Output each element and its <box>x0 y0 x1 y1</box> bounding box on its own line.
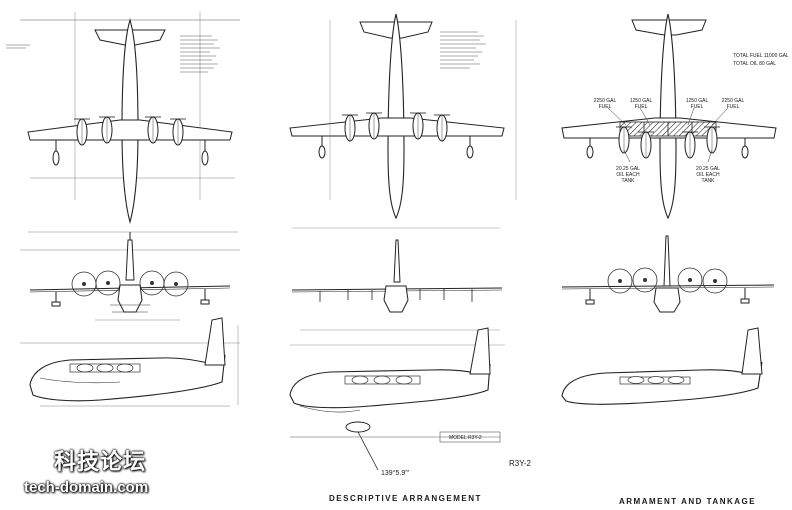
right-side-view <box>561 327 763 405</box>
model-code-label: R3Y-2 <box>509 459 531 468</box>
model-box-label: MODEL R3Y-2 <box>449 435 482 441</box>
total-oil-label: TOTAL OIL 80 GAL <box>733 61 777 67</box>
left-side-view <box>20 317 240 407</box>
tank-label-2: 1250 GAL FUEL <box>629 98 653 110</box>
tank-label-4: 2250 GAL FUEL <box>721 98 745 110</box>
right-plan-view <box>561 13 777 220</box>
armament-tankage-caption: ARMAMENT AND TANKAGE <box>619 497 757 506</box>
middle-plan-view <box>289 13 517 220</box>
angle-note: 139°5.9'" <box>381 470 410 477</box>
left-plan-view <box>6 12 240 225</box>
watermark-chinese: 科技论坛 <box>54 449 147 474</box>
oil-label-left: 20.25 GAL OIL EACH TANK <box>616 166 640 184</box>
right-front-view <box>561 235 775 313</box>
tank-label-3: 1250 GAL FUEL <box>685 98 709 110</box>
descriptive-arrangement-caption: DESCRIPTIVE ARRANGEMENT <box>329 494 482 503</box>
middle-side-view <box>289 327 505 471</box>
total-fuel-label: TOTAL FUEL 11000 GAL <box>733 53 789 59</box>
watermark-site: tech-domain.com <box>24 479 149 496</box>
oil-label-right: 20.25 GAL OIL EACH TANK <box>696 166 720 184</box>
left-front-view <box>20 231 240 321</box>
tank-label-1: 2250 GAL FUEL <box>593 98 617 110</box>
middle-front-view <box>291 227 503 331</box>
